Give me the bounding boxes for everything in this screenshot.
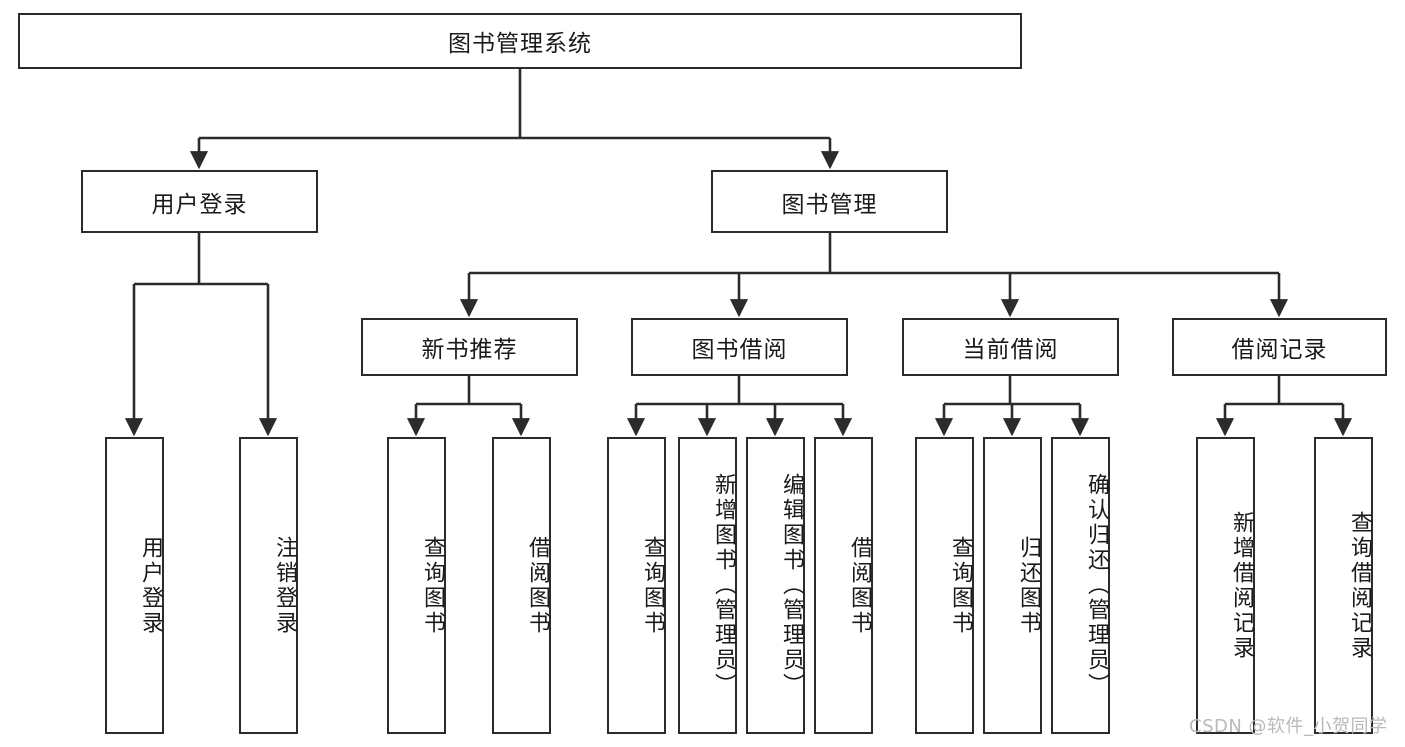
node-current-borrow-label: 当前借阅 <box>962 337 1059 363</box>
node-leaf-query-book-1[interactable]: 查询图书 <box>387 437 446 734</box>
node-leaf-return-book-label: 归还图书 <box>1016 535 1041 636</box>
watermark-text: CSDN @软件_小贺同学 <box>1189 716 1388 737</box>
node-leaf-logout-login[interactable]: 注销登录 <box>239 437 298 734</box>
node-leaf-add-book-label: 新增图书（管理员） <box>711 473 736 698</box>
node-leaf-borrow-book-1-label: 借阅图书 <box>525 535 550 636</box>
node-leaf-return-book[interactable]: 归还图书 <box>983 437 1042 734</box>
node-current-borrow[interactable]: 当前借阅 <box>902 318 1119 376</box>
node-new-book-recommend[interactable]: 新书推荐 <box>361 318 578 376</box>
node-leaf-confirm-return[interactable]: 确认归还（管理员） <box>1051 437 1110 734</box>
node-leaf-user-login[interactable]: 用户登录 <box>105 437 164 734</box>
node-book-borrow[interactable]: 图书借阅 <box>631 318 848 376</box>
node-leaf-logout-login-label: 注销登录 <box>272 535 297 636</box>
node-book-borrow-label: 图书借阅 <box>691 337 788 363</box>
node-leaf-query-record[interactable]: 查询借阅记录 <box>1314 437 1373 734</box>
node-leaf-edit-book-label: 编辑图书（管理员） <box>779 473 804 698</box>
node-leaf-query-record-label: 查询借阅记录 <box>1347 510 1372 661</box>
node-user-login[interactable]: 用户登录 <box>81 170 318 233</box>
node-new-book-recommend-label: 新书推荐 <box>421 337 518 363</box>
node-book-manage[interactable]: 图书管理 <box>711 170 948 233</box>
node-leaf-user-login-label: 用户登录 <box>138 535 163 636</box>
node-leaf-borrow-book-2[interactable]: 借阅图书 <box>814 437 873 734</box>
node-leaf-query-book-3[interactable]: 查询图书 <box>915 437 974 734</box>
node-user-login-label: 用户登录 <box>151 191 248 218</box>
node-leaf-add-record-label: 新增借阅记录 <box>1229 510 1254 661</box>
node-borrow-record[interactable]: 借阅记录 <box>1172 318 1387 376</box>
node-leaf-borrow-book-1[interactable]: 借阅图书 <box>492 437 551 734</box>
node-leaf-borrow-book-2-label: 借阅图书 <box>847 535 872 636</box>
node-leaf-confirm-return-label: 确认归还（管理员） <box>1084 473 1109 698</box>
node-borrow-record-label: 借阅记录 <box>1231 337 1328 363</box>
node-root[interactable]: 图书管理系统 <box>18 13 1022 69</box>
node-leaf-add-book[interactable]: 新增图书（管理员） <box>678 437 737 734</box>
node-leaf-query-book-3-label: 查询图书 <box>948 535 973 636</box>
node-root-label: 图书管理系统 <box>448 31 592 57</box>
node-leaf-query-book-2-label: 查询图书 <box>640 535 665 636</box>
node-leaf-query-book-1-label: 查询图书 <box>420 535 445 636</box>
node-leaf-edit-book[interactable]: 编辑图书（管理员） <box>746 437 805 734</box>
node-book-manage-label: 图书管理 <box>781 191 878 218</box>
node-leaf-query-book-2[interactable]: 查询图书 <box>607 437 666 734</box>
node-leaf-add-record[interactable]: 新增借阅记录 <box>1196 437 1255 734</box>
